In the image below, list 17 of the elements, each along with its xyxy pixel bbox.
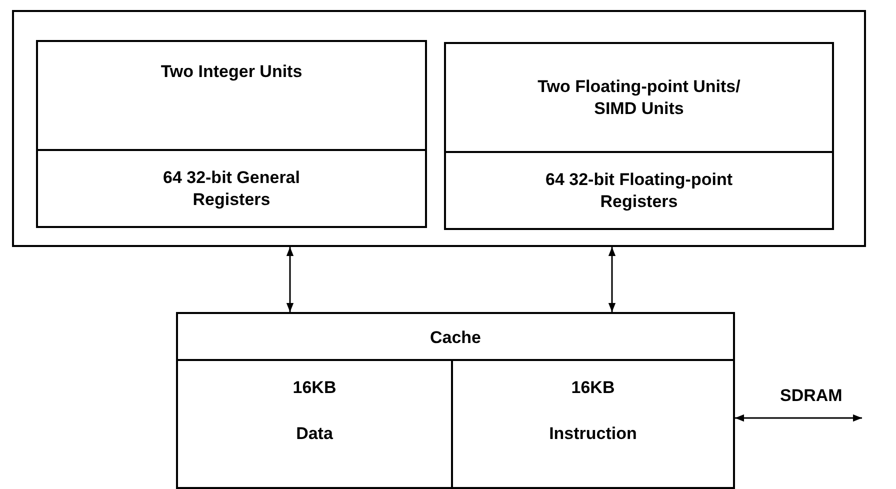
edge-label: SDRAM — [780, 386, 842, 406]
double-arrow — [286, 247, 294, 312]
block-label: 64 32-bit General Registers — [162, 166, 301, 211]
block-box — [12, 10, 866, 247]
block-label: Cache — [428, 327, 482, 349]
double-arrow — [735, 414, 862, 422]
block-label: 16KB Data — [292, 377, 338, 446]
block-label: Two Integer Units — [160, 60, 304, 83]
block-box — [444, 151, 834, 230]
block-label: Two Floating-point Units/ SIMD Units — [536, 76, 742, 120]
block-label: 64 32-bit Floating-point Registers — [544, 168, 734, 213]
block-box — [176, 312, 735, 489]
double-arrow — [608, 247, 616, 312]
block-label: 16KB Instruction — [548, 377, 638, 446]
block-box — [444, 42, 834, 153]
block-box — [36, 149, 427, 228]
block-box — [36, 40, 427, 151]
